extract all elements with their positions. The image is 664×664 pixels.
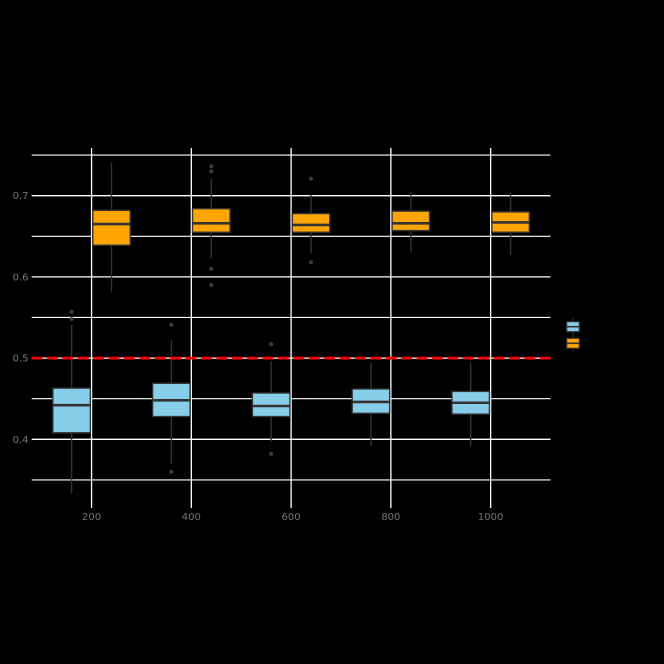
outlier-point [309, 176, 314, 181]
boxplot-box [191, 207, 231, 233]
y-tick-label: 0.6 [13, 272, 29, 283]
boxplot-box [391, 210, 431, 232]
outlier-point [209, 164, 214, 169]
outlier-point [169, 322, 174, 327]
outlier-point [269, 451, 274, 456]
outlier-point [209, 282, 214, 287]
y-tick-label: 0.7 [13, 191, 29, 202]
boxplot-box [291, 212, 331, 233]
boxplot-box [52, 387, 92, 434]
x-tick-label: 200 [82, 512, 101, 523]
outlier-point [209, 169, 214, 174]
x-tick-label: 400 [182, 512, 201, 523]
outlier-point [209, 266, 214, 271]
outlier-point [69, 309, 74, 314]
x-tick-label: 1000 [478, 512, 503, 523]
boxplot-box [92, 209, 131, 246]
outlier-point [169, 469, 174, 474]
x-tick-label: 800 [381, 512, 400, 523]
y-tick-label: 0.5 [13, 354, 29, 365]
x-tick-label: 600 [282, 512, 301, 523]
outlier-point [69, 317, 74, 322]
outlier-point [269, 342, 274, 347]
y-tick-label: 0.4 [13, 435, 29, 446]
outlier-point [309, 260, 314, 265]
